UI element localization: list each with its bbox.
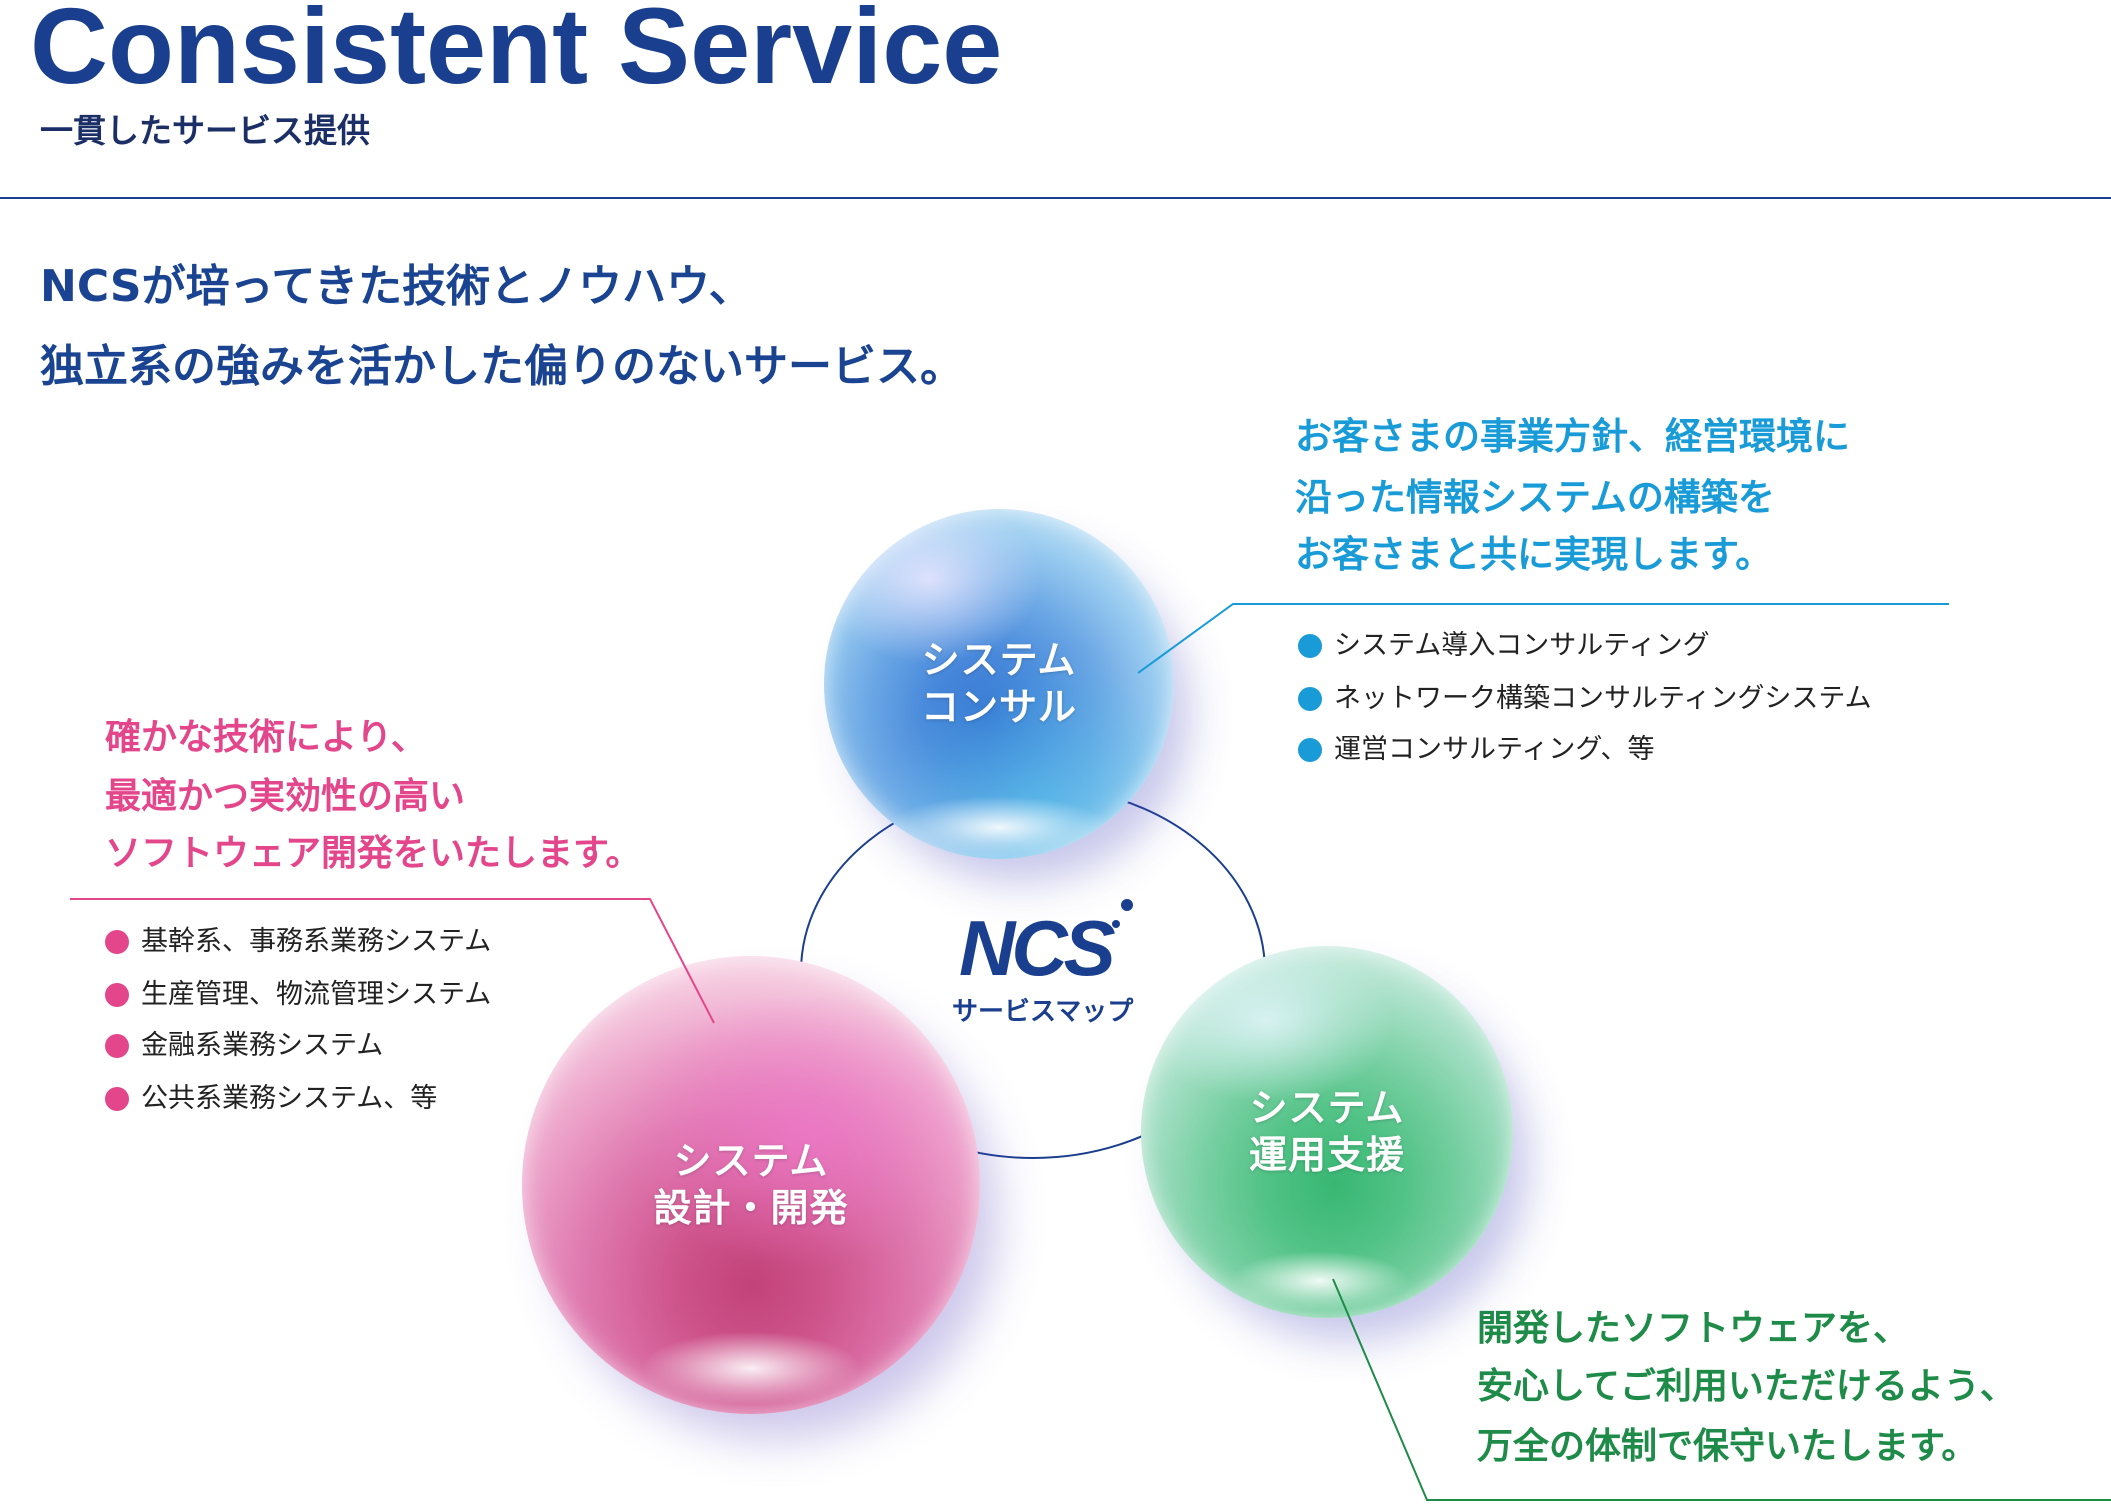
operation-description-line: 安心してご利用いただけるよう、 [1477, 1366, 2016, 1407]
list-item: 基幹系、事務系業務システム [141, 926, 492, 957]
sphere-label-line: 設計・開発 [653, 1186, 849, 1230]
sphere-system-operation: システム 運用支援 [1141, 946, 1513, 1318]
development-description-line: 確かな技術により、 [105, 717, 427, 758]
page-title: Consistent Service [30, 0, 1003, 106]
sphere-system-development: システム 設計・開発 [522, 956, 980, 1414]
bullet-icon [105, 983, 129, 1007]
sphere-label-line: システム [921, 638, 1077, 682]
list-item: システム導入コンサルティング [1334, 630, 1710, 661]
bullet-icon [105, 930, 129, 954]
logo-dot-icon [1112, 920, 1120, 928]
operation-description-line: 万全の体制で保守いたします。 [1477, 1426, 1978, 1467]
list-item: 生産管理、物流管理システム [141, 979, 492, 1010]
bullet-icon [1298, 687, 1322, 711]
sphere-system-consulting: システム コンサル [824, 509, 1174, 859]
consulting-description-line: お客さまの事業方針、経営環境に [1295, 415, 1850, 458]
bullet-icon [105, 1087, 129, 1111]
service-map-label: サービスマップ [952, 997, 1134, 1027]
sphere-label-line: システム [1249, 1086, 1405, 1130]
sphere-label-line: コンサル [920, 685, 1077, 729]
intro-line: NCSが培ってきた技術とノウハウ、 [40, 261, 753, 312]
list-item: 運営コンサルティング、等 [1334, 734, 1655, 765]
bullet-icon [1298, 634, 1322, 658]
sphere-label-line: システム [673, 1139, 829, 1183]
ncs-logo: NCS [959, 904, 1116, 992]
consulting-description-line: お客さまと共に実現します。 [1295, 533, 1773, 576]
header-divider [0, 197, 2111, 199]
list-item: 金融系業務システム [141, 1030, 384, 1061]
intro-line: 独立系の強みを活かした偏りのないサービス。 [40, 341, 964, 392]
sphere-label-line: 運用支援 [1248, 1133, 1405, 1177]
list-item: ネットワーク構築コンサルティングシステム [1334, 683, 1872, 714]
logo-dot-icon [1121, 899, 1133, 911]
list-item: 公共系業務システム、等 [141, 1083, 438, 1114]
bullet-icon [1298, 738, 1322, 762]
page-subtitle: 一貫したサービス提供 [40, 111, 370, 150]
development-description-line: 最適かつ実効性の高い [105, 776, 466, 817]
bullet-icon [105, 1034, 129, 1058]
development-description-line: ソフトウェア開発をいたします。 [105, 833, 642, 874]
operation-description-line: 開発したソフトウェアを、 [1477, 1308, 1910, 1349]
consulting-description-line: 沿った情報システムの構築を [1295, 476, 1775, 519]
